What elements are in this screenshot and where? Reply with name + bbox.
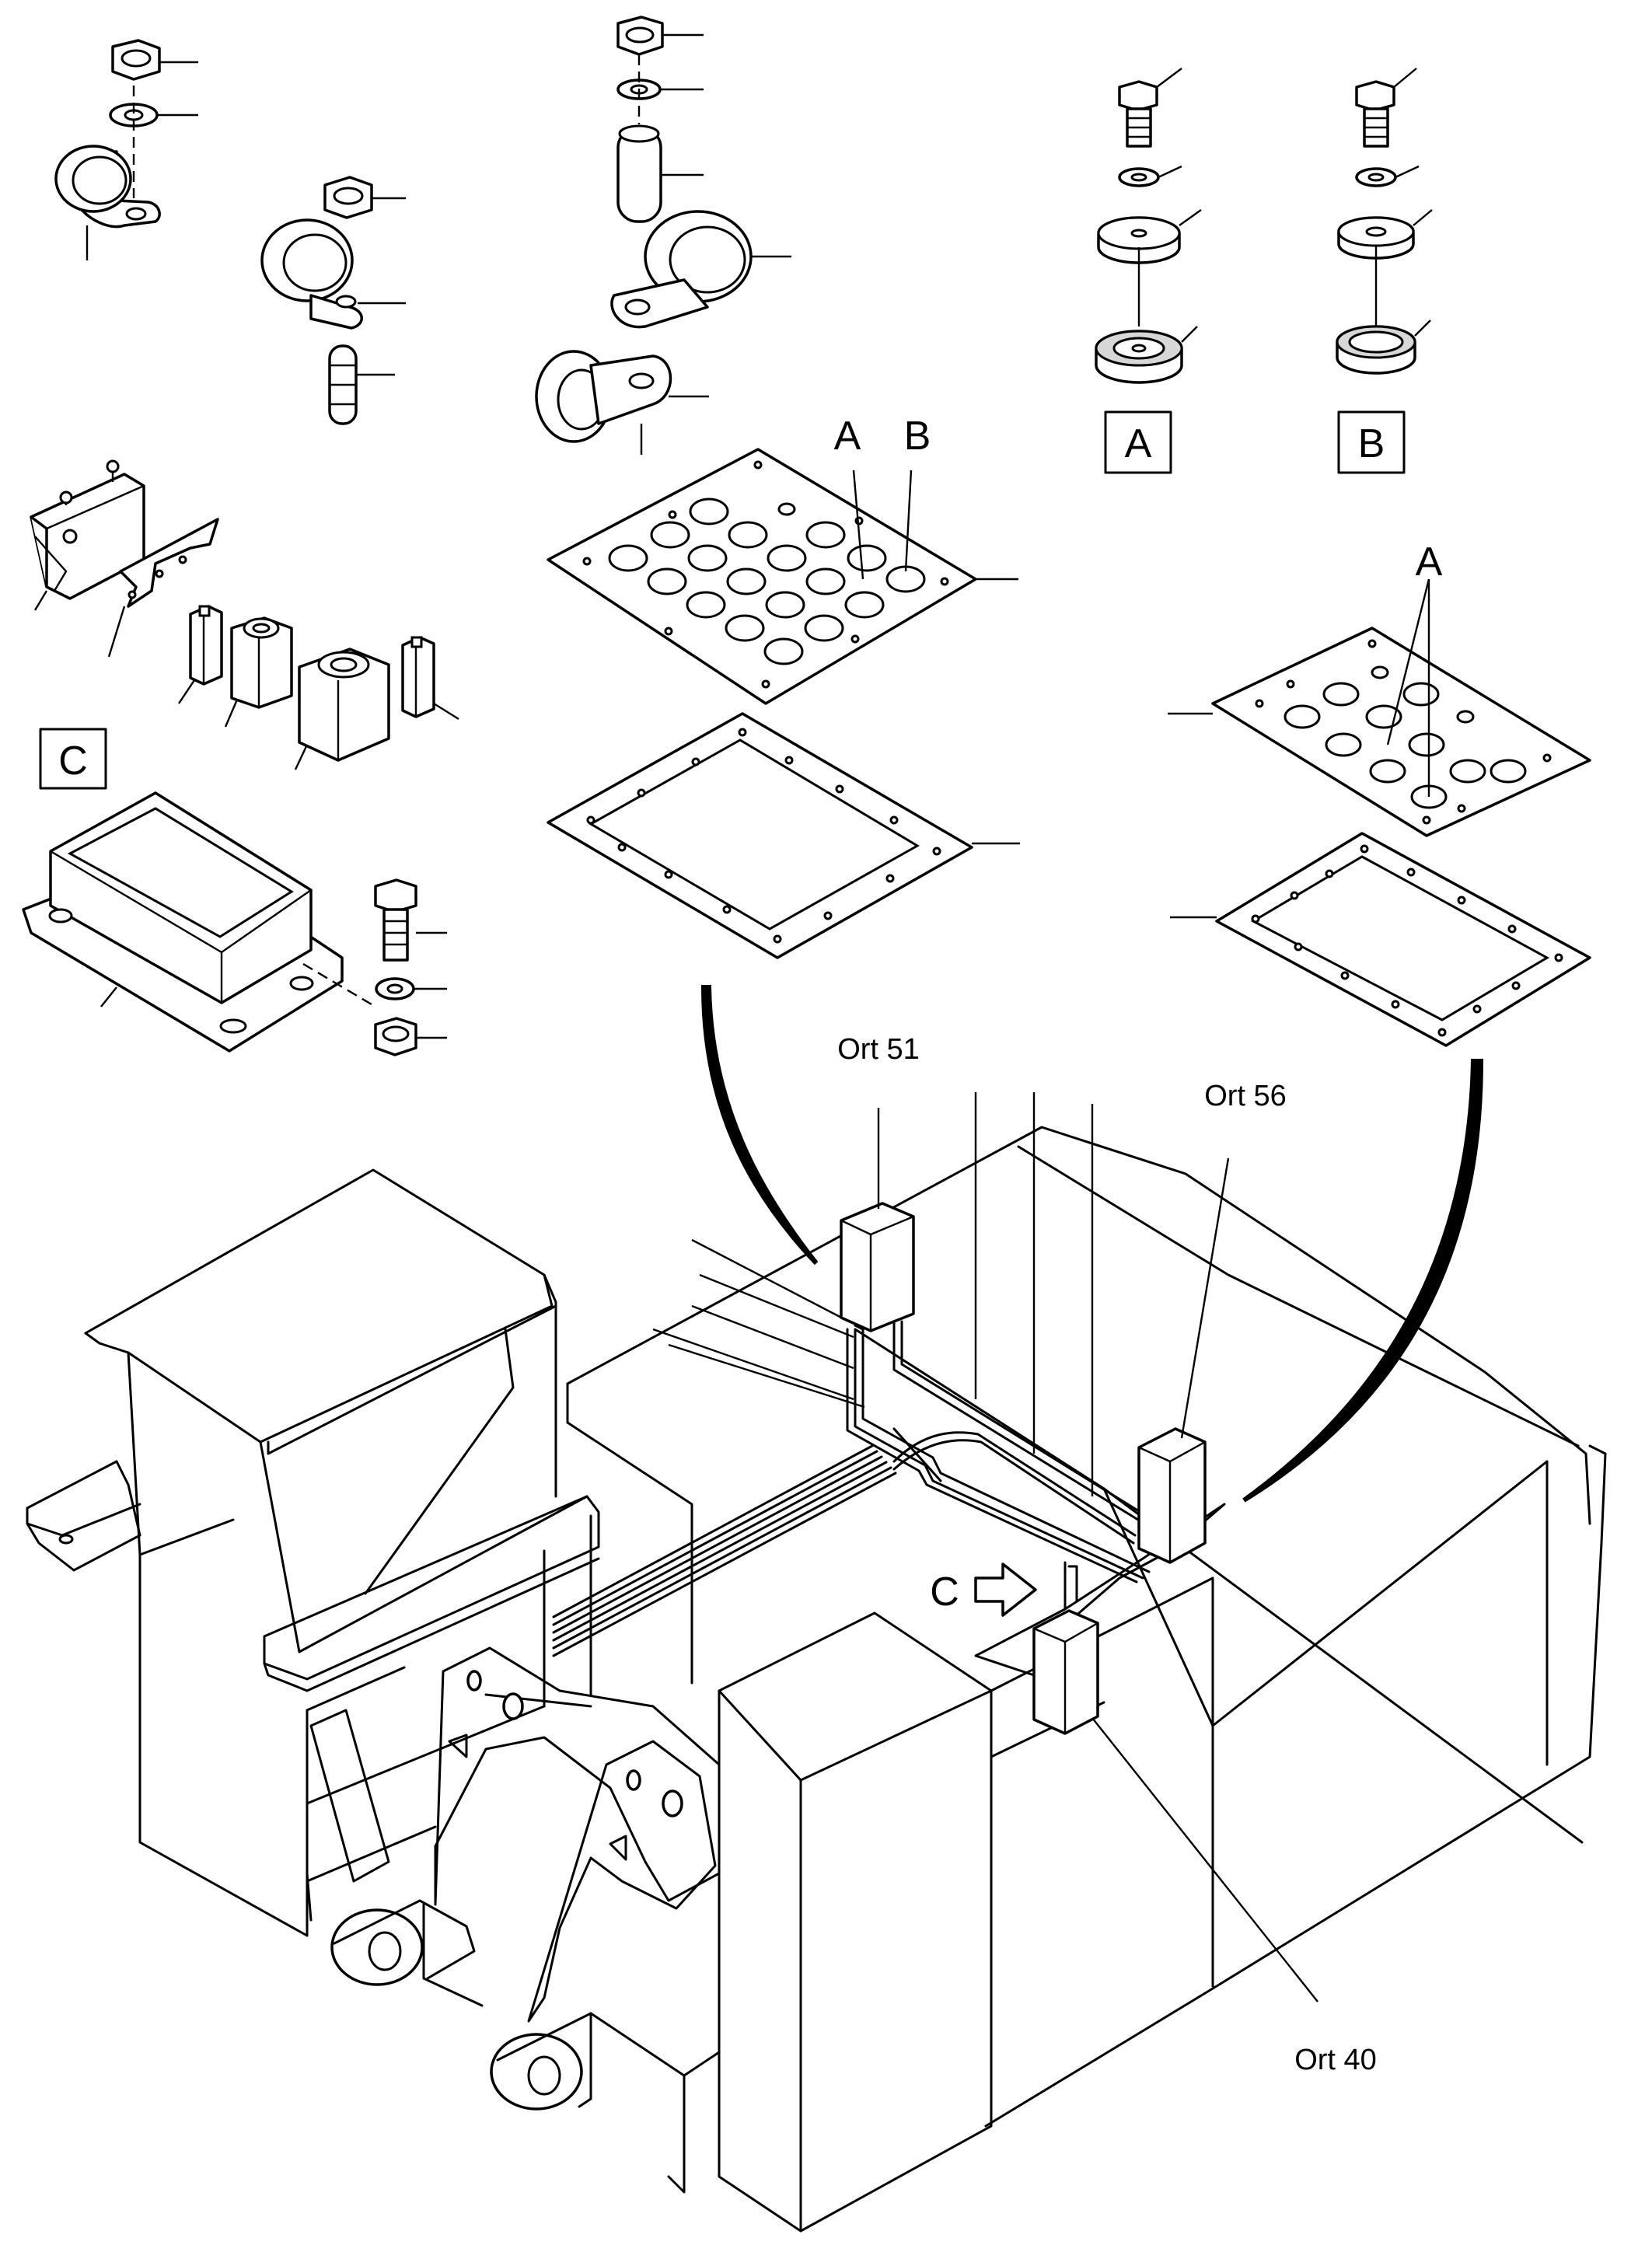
ort-40-label: Ort 40 bbox=[1294, 2044, 1377, 2076]
curved-arrow-right bbox=[1242, 1059, 1484, 1503]
double-clamp-assembly bbox=[535, 16, 791, 455]
ort-40-connector bbox=[1032, 1609, 1318, 2002]
callout-b-top: B bbox=[904, 414, 931, 459]
box-label-c: C bbox=[39, 728, 107, 790]
box-label-a-text: A bbox=[1125, 421, 1152, 466]
box-label-a: A bbox=[1104, 410, 1172, 474]
box-label-b-text: B bbox=[1358, 421, 1385, 466]
grommet-assembly-a bbox=[1095, 68, 1202, 384]
cover-plate-small bbox=[1168, 578, 1591, 837]
callout-a-top: A bbox=[834, 414, 861, 459]
ort-51-connector bbox=[840, 1108, 915, 1332]
callout-a-right: A bbox=[1416, 539, 1443, 585]
clamp-assembly-small bbox=[54, 39, 198, 260]
ort-56-connector bbox=[1137, 1157, 1230, 1564]
junction-box-flange bbox=[22, 791, 447, 1056]
wiring-harness bbox=[552, 1092, 1226, 1677]
curved-arrow-left bbox=[700, 985, 819, 1266]
gasket-frame-large bbox=[547, 712, 1020, 959]
grommet-assembly-b bbox=[1336, 68, 1433, 375]
ort-51-label: Ort 51 bbox=[837, 1033, 920, 1066]
box-label-b: B bbox=[1337, 410, 1406, 474]
machine-frame-body bbox=[26, 1126, 1607, 2233]
ort-56-label: Ort 56 bbox=[1204, 1080, 1287, 1112]
callout-c-arrow: C bbox=[930, 1569, 959, 1615]
box-label-c-text: C bbox=[58, 738, 88, 784]
connector-housing-set bbox=[30, 459, 459, 770]
view-c-arrow: C bbox=[930, 1562, 1037, 1617]
cover-plate-large bbox=[547, 448, 1018, 705]
clamp-assembly-spacer bbox=[260, 176, 406, 425]
gasket-frame-small bbox=[1170, 832, 1591, 1047]
